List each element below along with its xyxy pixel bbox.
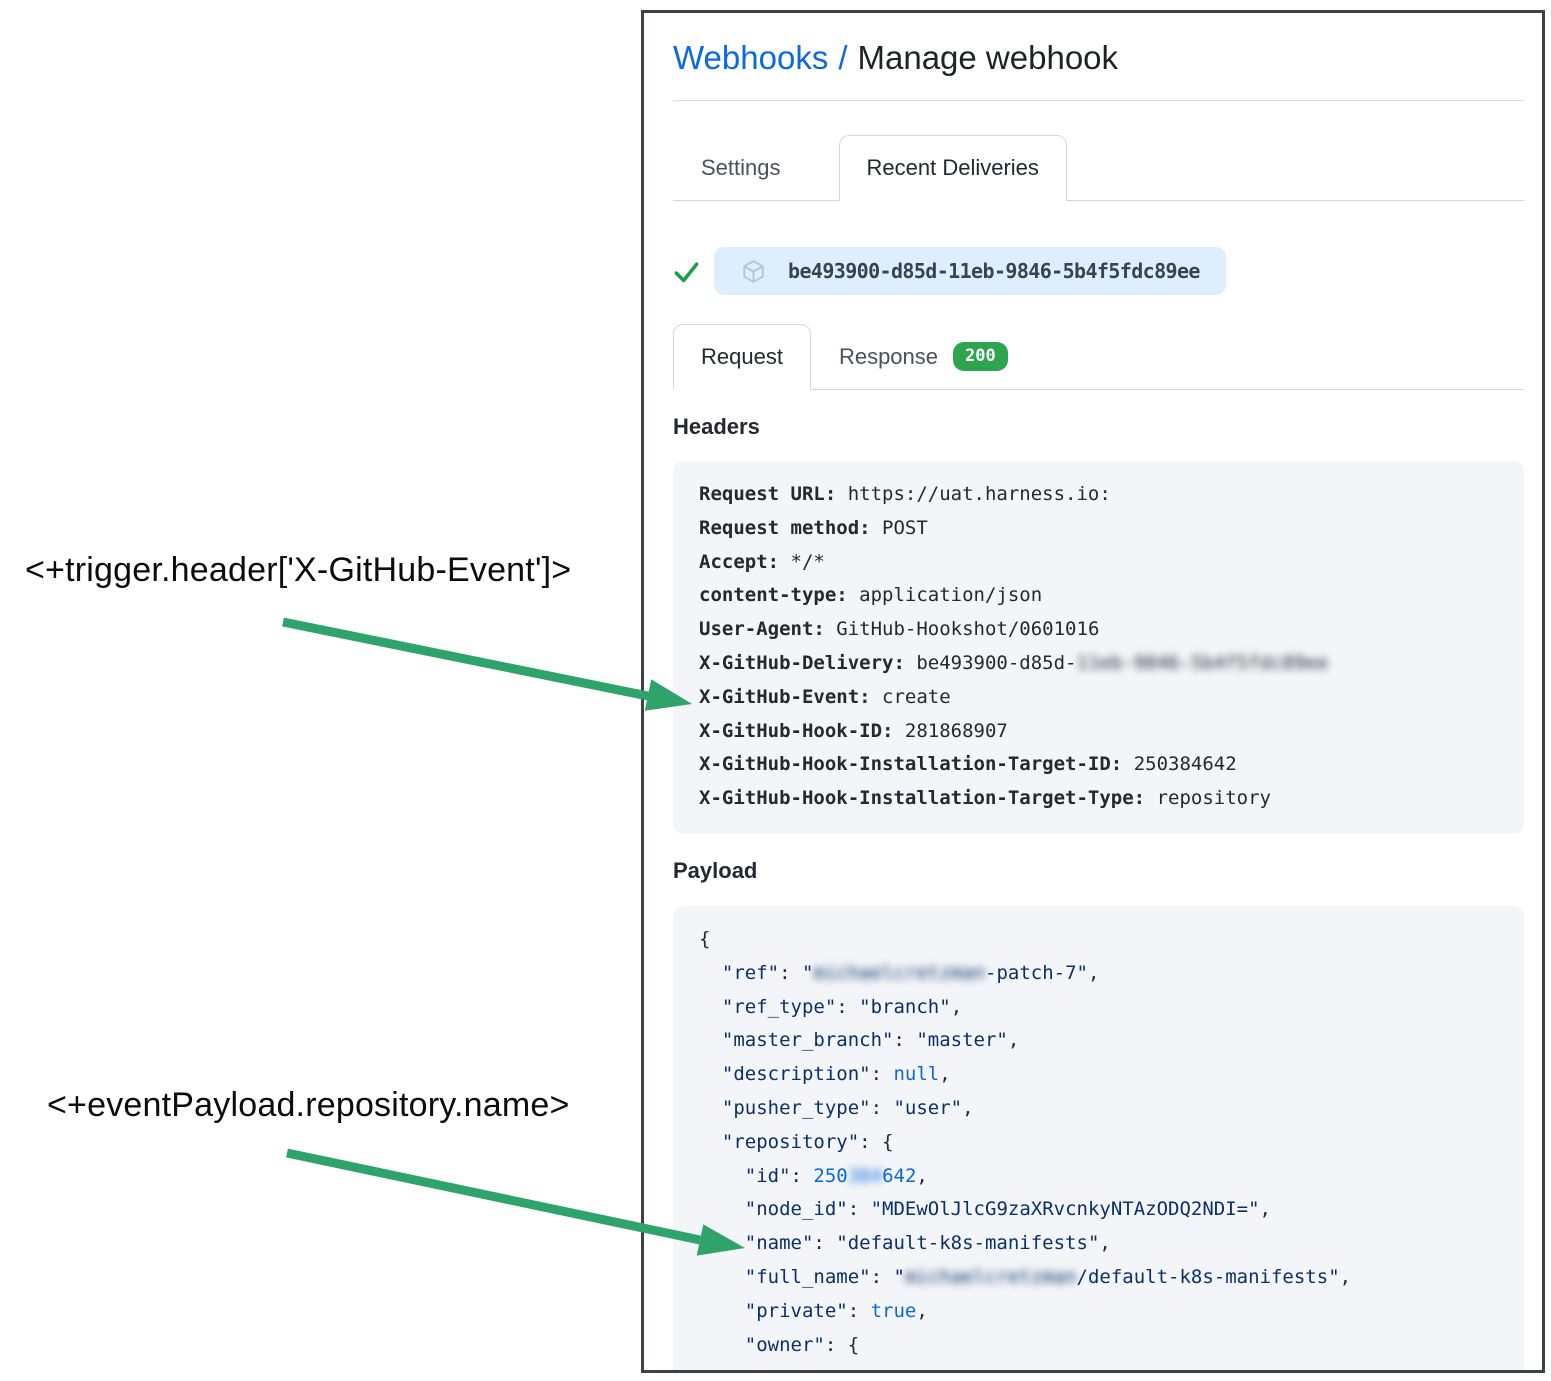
header-line: Accept: */* <box>699 550 825 573</box>
payload-line: "pusher_type": "user", <box>699 1096 974 1119</box>
payload-line: "private": true, <box>699 1299 928 1322</box>
title-divider <box>673 100 1524 101</box>
tab-settings[interactable]: Settings <box>701 154 781 180</box>
webhook-tabs: Settings Recent Deliveries <box>673 135 1524 201</box>
headers-heading: Headers <box>673 414 760 439</box>
payload-codebox: { "ref": "michaelcretzman-patch-7", "ref… <box>673 905 1524 1370</box>
payload-line: "ref_type": "branch", <box>699 995 963 1018</box>
payload-line: "ref": "michaelcretzman-patch-7", <box>699 961 1100 984</box>
delivery-success-check-icon <box>674 261 699 282</box>
package-icon <box>743 259 764 283</box>
payload-line: "master_branch": "master", <box>699 1029 1020 1052</box>
header-line: X-GitHub-Delivery: be493900-d85d-11eb-98… <box>699 651 1329 674</box>
annotation-trigger-header-expression: <+trigger.header['X-GitHub-Event']> <box>25 551 572 589</box>
header-line: User-Agent: GitHub-Hookshot/0601016 <box>699 618 1100 641</box>
breadcrumb-separator: / <box>838 39 848 76</box>
annotation-event-payload-expression: <+eventPayload.repository.name> <box>47 1086 570 1124</box>
tab-recent-deliveries[interactable]: Recent Deliveries <box>838 135 1067 201</box>
header-line: content-type: application/json <box>699 584 1043 607</box>
page-title-text: Manage webhook <box>857 39 1119 76</box>
webhooks-breadcrumb-link[interactable]: Webhooks <box>673 39 829 76</box>
payload-line: "node_id": "MDEwOlJlcG9zaXRvcnkyNTAzODQ2… <box>699 1198 1271 1221</box>
page-title: Webhooks/Manage webhook <box>673 39 1524 77</box>
payload-line: "id": 250384642, <box>699 1164 928 1187</box>
payload-line: "repository": { <box>699 1130 894 1153</box>
delivery-guid: be493900-d85d-11eb-9846-5b4f5fdc89ee <box>788 259 1200 283</box>
manage-webhook-panel: Webhooks/Manage webhook Settings Recent … <box>641 10 1545 1373</box>
delivery-row: be493900-d85d-11eb-9846-5b4f5fdc89ee <box>673 247 1524 295</box>
headers-codebox: Request URL: https://uat.harness.io: Requ… <box>673 461 1524 834</box>
payload-line: "name": "default-k8s-manifests", <box>699 1232 1111 1255</box>
request-response-tabs: Request Response 200 <box>673 324 1524 390</box>
tab-response-label: Response <box>838 343 939 369</box>
header-line: X-GitHub-Event: create <box>699 685 951 708</box>
header-line: X-GitHub-Hook-ID: 281868907 <box>699 719 1008 742</box>
payload-line: "description": null, <box>699 1063 951 1086</box>
header-line: X-GitHub-Hook-Installation-Target-Type: … <box>699 787 1271 810</box>
header-line: X-GitHub-Hook-Installation-Target-ID: 25… <box>699 753 1237 776</box>
arrow-to-x-github-event-icon <box>282 617 692 711</box>
header-line: Request URL: https://uat.harness.io: <box>699 483 1111 505</box>
delivery-guid-pill[interactable]: be493900-d85d-11eb-9846-5b4f5fdc89ee <box>714 247 1226 295</box>
payload-line: "full_name": "michaelcretzman/default-k8… <box>699 1265 1352 1288</box>
payload-line: "owner": { <box>699 1333 860 1356</box>
response-status-badge: 200 <box>953 342 1008 371</box>
header-line: Request method: POST <box>699 516 928 539</box>
tab-response[interactable]: Response 200 <box>811 324 1036 389</box>
payload-line: { <box>699 927 711 950</box>
payload-heading: Payload <box>673 857 758 883</box>
tab-request[interactable]: Request <box>673 324 811 390</box>
